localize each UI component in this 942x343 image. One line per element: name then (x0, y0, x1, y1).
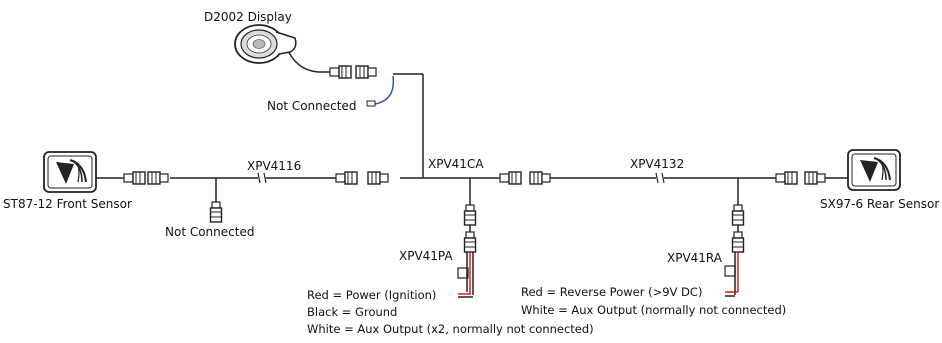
blue-wire (374, 75, 395, 105)
center-cable-label: XPV41CA (428, 157, 484, 171)
front-sensor-label: ST87-12 Front Sensor (3, 197, 132, 211)
display-label: D2002 Display (204, 10, 292, 24)
front-power-legend: Red = Power (Ignition) Black = Ground Wh… (307, 288, 594, 336)
not-connected-display-label: Not Connected (267, 99, 356, 113)
front-legend-line-2: Black = Ground (307, 305, 397, 319)
rear-power-wires (725, 252, 739, 297)
front-cable-label: XPV4116 (247, 159, 301, 173)
rear-legend-line-1: Red = Reverse Power (>9V DC) (521, 285, 702, 299)
cable-breaks (257, 172, 665, 184)
front-sensor-icon (43, 151, 97, 193)
main-harness (96, 47, 848, 232)
rear-sensor-label: SX97-6 Rear Sensor (820, 197, 939, 211)
front-legend-line-3: White = Aux Output (x2, normally not con… (307, 322, 594, 336)
front-power-cable-label: XPV41PA (399, 249, 453, 263)
front-power-wires (458, 252, 474, 298)
front-legend-line-1: Red = Power (Ignition) (307, 288, 436, 302)
not-connected-front-label: Not Connected (165, 225, 254, 239)
rear-power-cable-label: XPV41RA (667, 251, 723, 265)
rear-power-legend: Red = Reverse Power (>9V DC) White = Aux… (521, 285, 786, 317)
display-unit-icon (234, 24, 297, 64)
blue-wire-end (366, 100, 376, 107)
rear-cable-label: XPV4132 (630, 157, 684, 171)
rear-sensor-icon (847, 149, 901, 191)
rear-legend-line-2: White = Aux Output (normally not connect… (521, 303, 786, 317)
connectors (123, 65, 826, 279)
